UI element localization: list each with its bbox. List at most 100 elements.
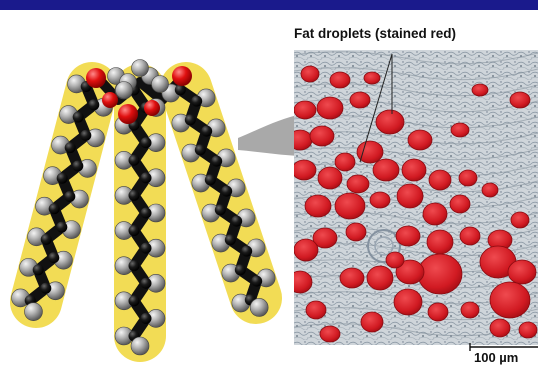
oxygen-atom (102, 92, 118, 108)
fat-droplet (396, 226, 420, 246)
carbon-atom (48, 252, 59, 263)
carbon-atom (235, 264, 246, 275)
hydrogen-atom (131, 337, 149, 355)
carbon-atom (175, 84, 186, 95)
hydrogen-atom (132, 60, 149, 77)
carbon-atom (64, 191, 75, 202)
fat-droplet (346, 223, 366, 241)
fat-droplet (330, 72, 350, 88)
fat-droplet (402, 159, 426, 181)
carbon-atom (205, 174, 216, 185)
oxygen-atom (86, 68, 106, 88)
fat-droplet (397, 184, 423, 208)
fat-droplet (423, 203, 447, 225)
fat-droplet (318, 167, 342, 189)
fat-droplet (490, 282, 530, 318)
carbon-atom (241, 246, 252, 257)
fat-droplet (301, 66, 319, 82)
fat-droplet (510, 92, 530, 108)
carbon-atom (40, 283, 51, 294)
carbon-atom (65, 142, 76, 153)
carbon-atom (129, 190, 140, 201)
carbon-atom (141, 137, 152, 148)
fat-droplet (364, 72, 380, 84)
carbon-atom (195, 144, 206, 155)
carbon-atom (141, 208, 152, 219)
carbon-atom (251, 276, 262, 287)
carbon-atom (72, 160, 83, 171)
triglyceride-fat-figure (0, 10, 538, 371)
fat-droplet (460, 227, 480, 245)
fat-droplet (418, 254, 462, 294)
carbon-atom (185, 114, 196, 125)
hydrogen-atom (116, 82, 133, 99)
hydrogen-atom (250, 298, 268, 316)
carbon-atom (73, 112, 84, 123)
oxygen-atom (172, 66, 192, 86)
fat-droplet (292, 160, 316, 180)
carbon-atom (129, 260, 140, 271)
hydrogen-atom (24, 303, 42, 321)
micrograph (288, 50, 538, 345)
oxygen-atom (144, 100, 160, 116)
fat-droplet (451, 123, 469, 137)
fat-droplet (490, 319, 510, 337)
fat-droplet (508, 260, 536, 284)
carbon-atom (56, 222, 67, 233)
scale-bar-label: 100 µm (474, 350, 518, 365)
fat-droplet (511, 212, 529, 228)
fat-droplet (386, 252, 404, 268)
carbon-atom (80, 130, 91, 141)
carbon-atom (211, 156, 222, 167)
fat-droplet (461, 302, 479, 318)
carbon-atom (141, 172, 152, 183)
fat-droplet (459, 170, 477, 186)
carbon-atom (129, 295, 140, 306)
fat-droplet (306, 301, 326, 319)
fat-droplet (335, 153, 355, 171)
carbon-atom (41, 234, 52, 245)
fat-droplet (428, 303, 448, 321)
fat-droplet (519, 322, 537, 338)
fat-droplet (373, 159, 399, 181)
fat-droplet (320, 326, 340, 342)
fat-droplet (394, 289, 422, 315)
fat-droplet (427, 230, 453, 254)
carbon-atom (57, 173, 68, 184)
fat-droplet (376, 110, 404, 134)
fat-droplet (294, 101, 316, 119)
fat-droplet (482, 183, 498, 197)
fat-droplet (294, 239, 318, 261)
carbon-atom (49, 203, 60, 214)
figure-panel: Fat droplets (stained red) 100 µm (0, 10, 538, 371)
carbon-atom (141, 278, 152, 289)
fat-droplet (350, 92, 370, 108)
hydrogen-atom (152, 76, 169, 93)
carbon-atom (88, 99, 99, 110)
fat-droplet (288, 271, 312, 293)
fat-droplet (361, 312, 383, 332)
fat-droplet (310, 126, 334, 146)
carbon-atom (221, 186, 232, 197)
fat-droplet (450, 195, 470, 213)
fat-droplet (367, 266, 393, 290)
fat-droplet (370, 192, 390, 208)
figure-caption: Fat droplets (stained red) (294, 26, 456, 41)
fat-droplet (317, 97, 343, 119)
carbon-atom (191, 96, 202, 107)
carbon-atom (201, 126, 212, 137)
fat-droplet (408, 130, 432, 150)
carbon-atom (33, 264, 44, 275)
fat-droplet (429, 170, 451, 190)
fat-droplet (305, 195, 331, 217)
carbon-atom (141, 313, 152, 324)
fat-droplet (472, 84, 488, 96)
fat-droplet (347, 175, 369, 193)
carbon-atom (129, 155, 140, 166)
carbon-atom (225, 234, 236, 245)
carbon-atom (231, 216, 242, 227)
fat-droplet (335, 193, 365, 219)
carbon-atom (215, 204, 226, 215)
oxygen-atom (118, 104, 138, 124)
